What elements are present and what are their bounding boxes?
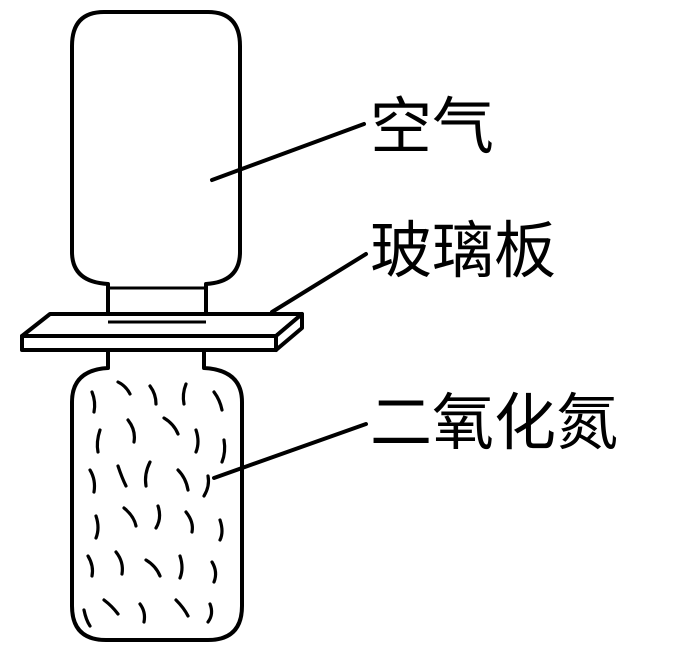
gas-particle-dash [220,438,227,464]
leader-line-air [210,122,366,182]
gas-particle-dash [122,506,138,528]
gas-particle-dash [94,514,100,540]
glass-plate [20,312,304,352]
gas-particle-dash [202,474,211,498]
gas-particle-dash [116,380,132,396]
glass-plate-front [20,334,278,352]
gas-particle-dash [176,468,190,492]
gas-particle-dash [210,560,218,584]
gas-particle-dash [194,428,200,454]
gas-particle-dash [86,554,95,578]
gas-particle-dash [116,464,128,488]
glass-plate-side [274,312,304,352]
gas-particle-dash [138,602,147,624]
gas-particle-dash [126,418,136,444]
lower-bottle-body [70,348,244,642]
label-air: 空气 [370,90,494,163]
gas-particle-dash [206,602,214,624]
leader-line-glass-plate [270,252,368,314]
gas-particle-dash [90,390,97,414]
leader-line-nitrogen-dioxide [212,422,368,480]
upper-bottle-air [70,10,242,320]
gas-particle-dash [174,598,190,618]
gas-particle-dash [143,460,152,488]
label-nitrogen-dioxide: 二氧化氮 [370,386,618,459]
gas-particle-dash [178,554,184,580]
gas-particle-dash [144,558,162,578]
lower-bottle-nitrogen-dioxide [70,348,244,642]
gas-particle-dash [102,598,120,616]
label-glass-plate: 玻璃板 [370,214,556,287]
gas-particle-dash [114,550,124,576]
gas-particle-dash [95,428,102,454]
gas-particle-dash [218,518,224,542]
gas-particle-dash [181,382,188,406]
gas-particle-dash [148,384,158,406]
gas-particle-dash [88,468,97,494]
gas-particle-dash [154,504,162,530]
glass-plate-top [20,312,304,338]
gas-particle-dash [82,608,92,628]
gas-particles [82,380,227,628]
gas-particle-dash [212,390,224,412]
gas-particle-dash [184,510,194,534]
gas-particle-dash [162,416,180,436]
upper-bottle-body [70,10,242,320]
